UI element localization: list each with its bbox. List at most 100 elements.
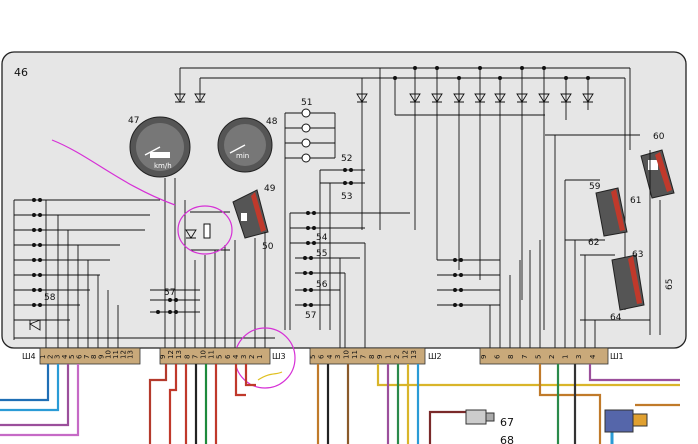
fuel-gauge: [232, 189, 269, 239]
pin-x4-12: 13: [127, 350, 135, 359]
connector-x1-label: Ш1: [610, 352, 624, 361]
pin-x4-10: 11: [112, 350, 120, 359]
pin-x3-7: 5: [216, 355, 224, 359]
sender-right: [604, 409, 648, 433]
pin-x2-12: 13: [410, 350, 418, 359]
pin-x4-4: 5: [68, 355, 76, 359]
label-68: 68: [500, 434, 514, 444]
pin-x4-5: 6: [76, 354, 84, 359]
label-61: 60: [653, 132, 665, 142]
left-connector-block: [13, 198, 275, 340]
pin-x2-9: 1: [385, 355, 393, 359]
speedo-unit: km/h: [154, 162, 172, 170]
pin-x4-0: 1: [39, 355, 47, 359]
pin-x1-4: 5: [534, 355, 542, 359]
harness-wires: [0, 364, 680, 444]
pin-x4-11: 12: [119, 350, 127, 359]
pin-x2-7: 8: [368, 355, 376, 359]
pin-x3-11: 2: [248, 355, 256, 359]
label-47: 47: [128, 116, 139, 126]
pin-x1-0: 9: [480, 355, 488, 359]
pin-x1-7: 3: [575, 355, 583, 359]
pin-x1-6: 1: [562, 355, 570, 359]
label-63: 62: [588, 238, 599, 248]
pin-x1-8: 4: [589, 354, 597, 359]
connector-x2-label: Ш2: [428, 352, 442, 361]
label-48: 48: [266, 117, 278, 127]
pin-x4-6: 7: [83, 355, 91, 359]
connector-x4-label: Ш4: [22, 352, 36, 361]
label-57: 57: [305, 311, 316, 321]
label-51: 51: [301, 98, 312, 108]
label-55: 55: [316, 249, 327, 259]
pin-x3-4: 7: [191, 355, 199, 359]
label-65: 64: [610, 313, 622, 323]
pin-x2-1: 6: [317, 354, 325, 359]
battery-gauge: [640, 149, 675, 199]
oil-gauge: [611, 254, 645, 311]
pin-x3-9: 4: [232, 354, 240, 359]
pin-x3-0: 9: [159, 355, 167, 359]
temp-gauge: [595, 187, 628, 237]
speedometer-gauge: km/h: [129, 116, 191, 178]
label-64: 63: [632, 250, 643, 260]
sender-67: [465, 409, 495, 425]
label-50: 50: [262, 242, 274, 252]
label-67: 67: [500, 416, 514, 429]
pin-x3-6: 11: [208, 350, 216, 359]
diode-row: [174, 93, 594, 103]
lamp-group-51: [284, 108, 336, 330]
label-49: 49: [264, 184, 276, 194]
label-56: 56: [316, 280, 328, 290]
pin-x4-7: 8: [90, 355, 98, 359]
pin-x3-8: 6: [224, 354, 232, 359]
label-62: 61: [630, 196, 641, 206]
pin-x2-5: 11: [351, 350, 359, 359]
tacho-unit: min: [236, 152, 249, 160]
pin-x1-3: 7: [521, 355, 529, 359]
junction-dots: [393, 66, 590, 80]
pin-x2-10: 2: [393, 355, 401, 359]
pin-x3-12: 1: [256, 355, 264, 359]
label-66: 65: [665, 279, 675, 290]
pin-x3-1: 12: [167, 350, 175, 359]
pin-x4-9: 10: [105, 350, 113, 359]
right-wires: [437, 134, 661, 348]
pin-x2-11: 12: [401, 350, 409, 359]
pins-x1: 9 6 8 7 5 2 1 3 4: [480, 354, 597, 359]
pin-x4-8: 9: [97, 355, 105, 359]
pin-x3-3: 8: [183, 355, 191, 359]
pin-x2-2: 4: [326, 354, 334, 359]
label-53: 53: [341, 192, 352, 202]
label-54: 54: [316, 233, 328, 243]
pin-x4-1: 2: [46, 355, 54, 359]
pin-x2-6: 7: [359, 355, 367, 359]
pin-x2-3: 3: [334, 355, 342, 359]
pin-x1-5: 2: [548, 355, 556, 359]
pin-x1-2: 8: [507, 355, 515, 359]
pin-x3-2: 13: [175, 350, 183, 359]
pin-x3-5: 10: [200, 350, 208, 359]
top-bus-wires: [179, 67, 631, 330]
pin-x4-3: 4: [61, 354, 69, 359]
pin-x2-0: 5: [309, 355, 317, 359]
label-59: 58: [44, 293, 56, 303]
pin-x1-1: 6: [494, 354, 502, 359]
label-52: 52: [341, 154, 352, 164]
left-drop-wires: [45, 178, 266, 348]
tachometer-gauge: min: [217, 117, 273, 173]
pin-x4-2: 3: [54, 355, 62, 359]
pin-x2-4: 10: [343, 350, 351, 359]
connector-x3-label: Ш3: [272, 352, 286, 361]
pin-x2-8: 9: [376, 355, 384, 359]
label-60: 59: [589, 182, 601, 192]
label-58: 57: [164, 288, 175, 298]
center-connectors: [289, 168, 410, 348]
pin-x3-10: 3: [240, 355, 248, 359]
panel-label: 46: [14, 66, 28, 79]
